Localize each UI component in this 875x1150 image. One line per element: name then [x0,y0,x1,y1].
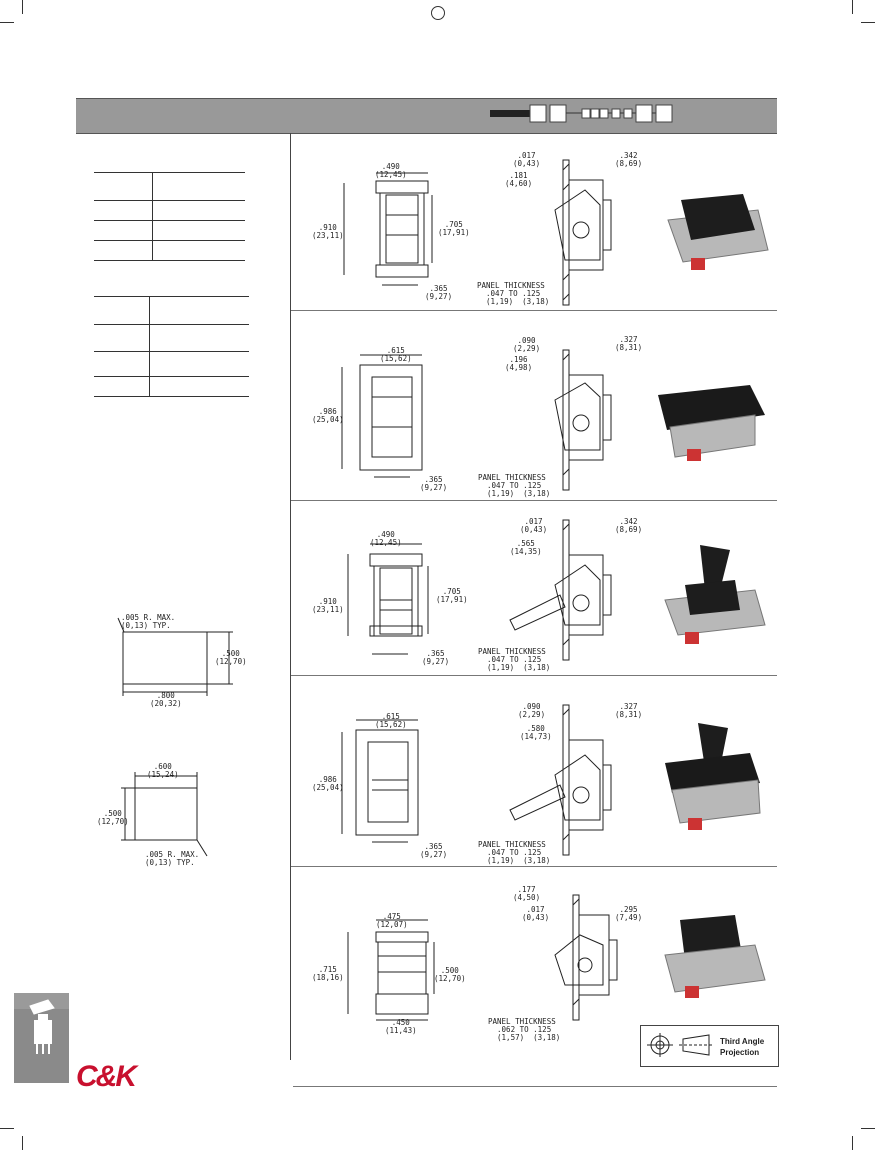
side-view-4 [509,704,612,856]
part-number-boxes [490,104,673,123]
row5-panel-thickness: PANEL THICKNESS .062 TO .125 (1,57) (3,1… [488,1017,561,1042]
spec-table-2 [94,296,249,397]
rocker-switch-icon [29,999,55,1054]
cutout1-height: .500 (12,70) [215,649,247,666]
row3-panel-thickness: PANEL THICKNESS .047 TO .125 (1,19) (3,1… [478,647,551,672]
footer-rule [293,1086,777,1087]
side-view-3 [509,519,612,661]
panel-cutout-1 [117,617,233,696]
row4-front-width: .615 (15,62) [375,712,407,729]
row3-front-width: .490 (12,45) [370,530,402,547]
row3-front-bottom: .365 (9,27) [422,649,450,666]
panel-cutout-2 [121,772,208,857]
row5-side-right: .295 (7,49) [615,905,643,922]
registration-mark-top [431,6,445,20]
row2-front-bottom: .365 (9,27) [420,475,448,492]
row5-front-inner: .500 (12,70) [434,966,466,983]
switch-photo-1 [667,194,769,270]
row4-panel-thickness: PANEL THICKNESS .047 TO .125 (1,19) (3,1… [478,840,551,865]
row5-front-bottom: .450 (11,43) [385,1018,417,1035]
row3-front-height: .910 (23,11) [312,597,344,614]
side-view-1 [554,159,612,306]
row1-front-width: .490 (12,45) [375,162,407,179]
row4-front-height: .986 (25,04) [312,775,344,792]
front-view-1 [343,172,433,286]
row5-front-height: .715 (18,16) [312,965,344,982]
cutout2-radius: .005 R. MAX. (0,13) TYP. [145,850,200,867]
third-angle-projection-icon [647,1033,713,1057]
cutout1-width: .800 (20,32) [150,691,182,708]
side-view-5 [554,894,618,1021]
column-divider [290,133,291,1060]
row1-panel-thickness: PANEL THICKNESS .047 TO .125 (1,19) (3,1… [477,281,550,306]
row1-front-inner: .705 (17,91) [438,220,470,237]
cutout2-width: .600 (15,24) [147,762,179,779]
row-separator [291,310,777,311]
row3-side-top: .017 (0,43) [520,517,548,534]
row-separator [291,675,777,676]
cutout1-radius: .005 R. MAX. (0,13) TYP. [121,613,176,630]
cutout2-height: .500 (12,70) [97,809,129,826]
front-view-3 [347,543,429,655]
row1-front-bottom: .365 (9,27) [425,284,453,301]
front-view-5 [347,919,435,1021]
switch-photo-5 [664,915,766,998]
ck-logo: C&K [76,1060,137,1093]
row1-front-height: .910 (23,11) [312,223,344,240]
row2-side-top: .090 (2,29) [513,336,541,353]
front-view-2 [341,354,423,478]
row3-front-inner: .705 (17,91) [436,587,468,604]
switch-photo-2 [658,385,765,461]
row1-side-top: .017 (0,43) [513,151,541,168]
row1-side-right: .342 (8,69) [615,151,643,168]
row4-front-bottom: .365 (9,27) [420,842,448,859]
front-view-4 [341,719,419,843]
row2-panel-thickness: PANEL THICKNESS .047 TO .125 (1,19) (3,1… [478,473,551,498]
row2-front-height: .986 (25,04) [312,407,344,424]
switch-photo-4 [665,723,761,830]
row-separator [291,500,777,501]
row2-side-right: .327 (8,31) [615,335,643,352]
row4-side-right: .327 (8,31) [615,702,643,719]
row5-side-top: .177 (4,50) [513,885,541,902]
row-separator [291,866,777,867]
switch-photo-3 [664,545,766,644]
row3-side-offset: .565 (14,35) [510,539,542,556]
side-view-2 [554,349,612,491]
row2-side-offset: .196 (4,98) [505,355,533,372]
row1-side-offset: .181 (4,60) [505,171,533,188]
row4-side-offset: .580 (14,73) [520,724,552,741]
row5-front-width: .475 (12,07) [376,912,408,929]
row3-side-right: .342 (8,69) [615,517,643,534]
section-tab-top [14,993,69,1009]
row5-side-offset: .017 (0,43) [522,905,550,922]
row4-side-top: .090 (2,29) [518,702,546,719]
spec-table-1 [94,172,245,261]
row2-front-width: .615 (15,62) [380,346,412,363]
projection-label: Third Angle Projection [720,1037,765,1057]
